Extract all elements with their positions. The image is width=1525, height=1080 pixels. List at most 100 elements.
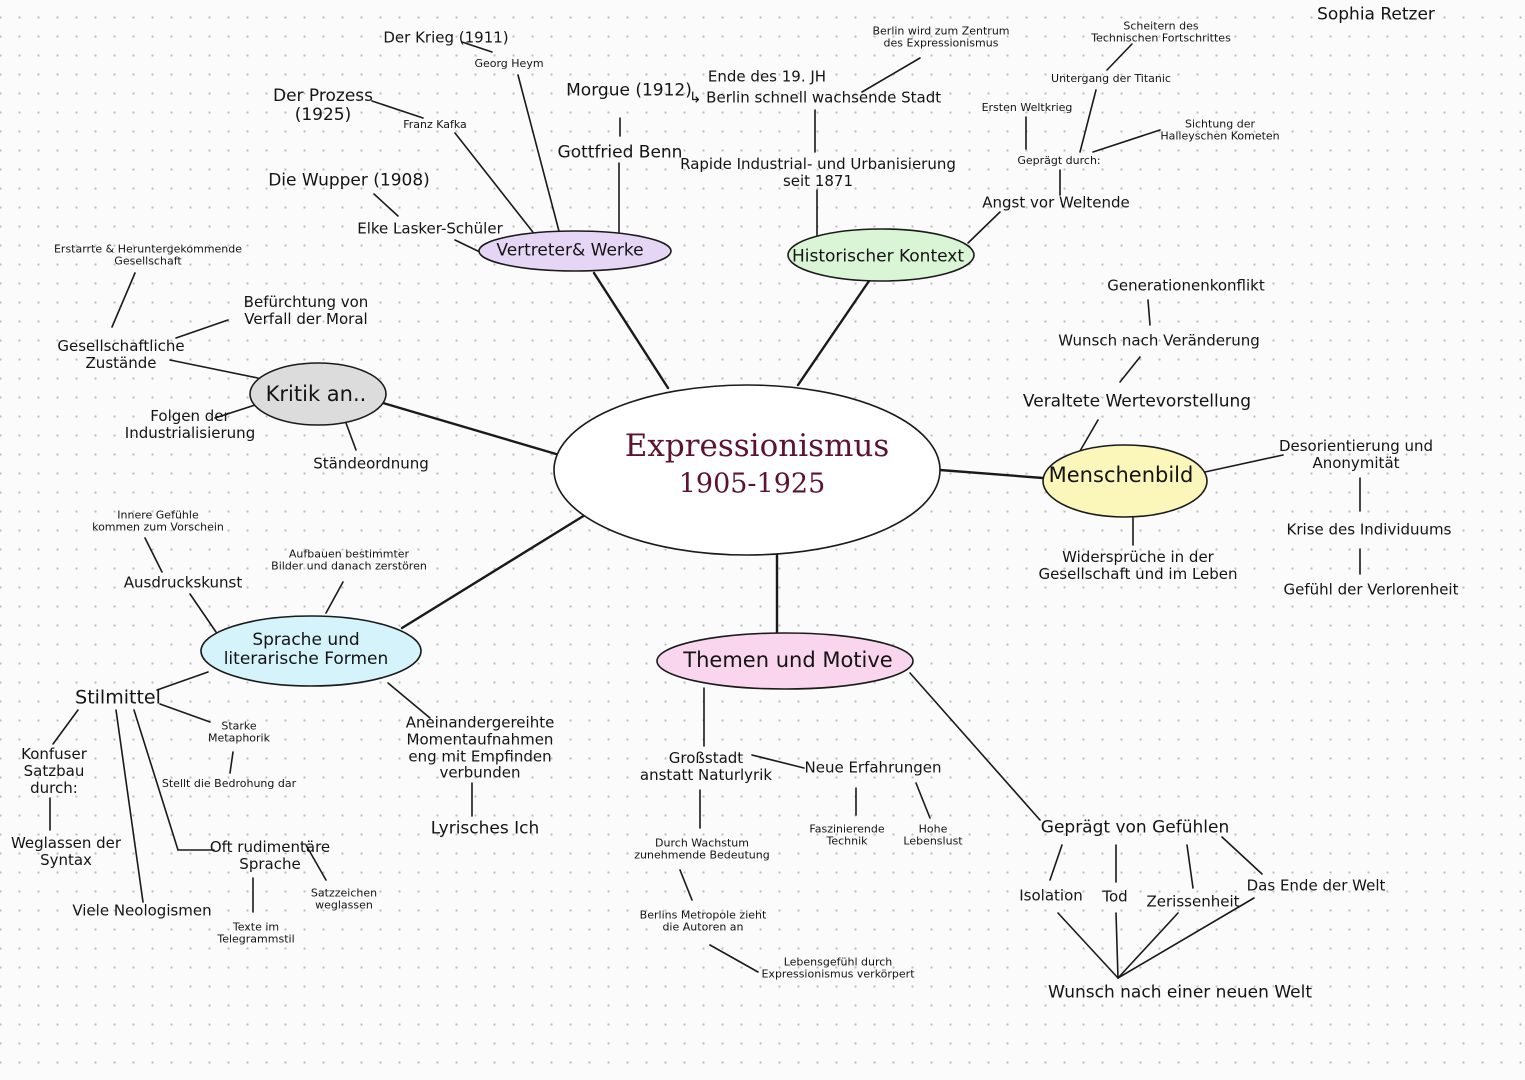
kritik-lines bbox=[111, 272, 357, 451]
center-title: Expressionismus bbox=[624, 428, 890, 465]
item-generation: Generationenkonflikt bbox=[1107, 276, 1265, 295]
item-wunsch: Wunsch nach Veränderung bbox=[1058, 331, 1260, 350]
item-benn: Gottfried Benn bbox=[557, 142, 683, 163]
line bbox=[967, 211, 1001, 244]
line bbox=[325, 581, 344, 614]
item-titanic: Untergang der Titanic bbox=[1051, 71, 1171, 85]
main-connectors bbox=[381, 271, 1045, 638]
themen-lines bbox=[679, 672, 1263, 979]
item-wachstum: Durch Wachstum zunehmende Bedeutung bbox=[634, 836, 770, 862]
item-grossstadt: Großstadt anstatt Naturlyrik bbox=[639, 749, 773, 784]
item-metropole: Berlins Metropole zieht die Autoren an bbox=[639, 908, 767, 934]
item-ende-welt: Das Ende der Welt bbox=[1246, 876, 1386, 895]
menschenbild-lines bbox=[1079, 299, 1361, 575]
connector-vertreter bbox=[592, 271, 670, 390]
line bbox=[156, 671, 209, 691]
line bbox=[214, 404, 256, 419]
item-isolation: Isolation bbox=[1019, 886, 1083, 905]
item-stilmittel: Stilmittel bbox=[75, 686, 161, 709]
item-innere: Innere Gefühle kommen zum Vorschein bbox=[92, 508, 224, 534]
item-berlin-wachsend: ↳ Berlin schnell wachsende Stadt bbox=[688, 88, 942, 107]
item-rudimentaer: Oft rudimentäre Sprache bbox=[209, 838, 331, 873]
line bbox=[1204, 454, 1284, 473]
item-scheitern: Scheitern des Technischen Fortschrittes bbox=[1091, 19, 1231, 45]
center-ellipse bbox=[553, 384, 941, 556]
line bbox=[454, 132, 537, 237]
line bbox=[159, 703, 211, 723]
item-lyrisch: Lyrisches Ich bbox=[430, 818, 540, 839]
item-verlorenheit: Gefühl der Verlorenheit bbox=[1283, 580, 1459, 599]
line bbox=[229, 751, 234, 774]
node-vertreter: Vertreter& Werke bbox=[496, 240, 644, 261]
item-gefuehle: Geprägt von Gefühlen bbox=[1040, 817, 1230, 838]
line bbox=[111, 272, 136, 328]
item-prozess: Der Prozess (1925) bbox=[272, 85, 374, 125]
line bbox=[1079, 419, 1099, 452]
line bbox=[861, 57, 921, 93]
sprache-lines bbox=[49, 537, 473, 913]
item-technik: Faszinierende Technik bbox=[809, 822, 885, 848]
vertreter-ellipse bbox=[478, 230, 672, 272]
line bbox=[169, 359, 259, 379]
item-telegramm: Texte im Telegrammstil bbox=[217, 920, 295, 946]
item-konfuser: Konfuser Satzbau durch: bbox=[21, 744, 87, 797]
line bbox=[679, 869, 693, 901]
line bbox=[1106, 43, 1133, 71]
item-satzzeichen: Satzzeichen weglassen bbox=[310, 886, 378, 912]
line bbox=[454, 239, 483, 254]
item-gepraegt: Geprägt durch: bbox=[1017, 153, 1101, 167]
line bbox=[133, 709, 179, 851]
item-kafka: Franz Kafka bbox=[403, 117, 467, 131]
line bbox=[1117, 897, 1255, 979]
item-weltkrieg: Ersten Weltkrieg bbox=[981, 100, 1073, 114]
vertreter-lines bbox=[371, 41, 621, 254]
line bbox=[1119, 356, 1141, 383]
item-veraltete: Veraltete Wertevorstellung bbox=[1022, 391, 1252, 412]
item-bedrohung: Stellt die Bedrohung dar bbox=[161, 776, 297, 790]
item-weglassen: Weglassen der Syntax bbox=[10, 834, 122, 869]
item-neue-welt: Wunsch nach einer neuen Welt bbox=[1048, 982, 1312, 1003]
item-heym: Georg Heym bbox=[474, 56, 544, 70]
line bbox=[373, 193, 399, 217]
line bbox=[517, 74, 561, 236]
item-ausdruck: Ausdruckskunst bbox=[123, 573, 243, 592]
historisch-lines bbox=[814, 43, 1161, 244]
item-lebensgefuehl: Lebensgefühl durch Expressionismus verkö… bbox=[761, 955, 915, 981]
item-neologismen: Viele Neologismen bbox=[72, 901, 212, 920]
line bbox=[1092, 129, 1161, 153]
item-erstarrte: Erstarrte & Heruntergekommende Gesellsch… bbox=[53, 242, 243, 268]
node-sprache: Sprache und literarische Formen bbox=[223, 629, 389, 669]
line bbox=[1079, 89, 1097, 153]
line bbox=[1057, 912, 1119, 979]
node-menschenbild: Menschenbild bbox=[1048, 463, 1194, 488]
item-lasker: Elke Lasker-Schüler bbox=[357, 219, 503, 238]
kritik-ellipse bbox=[249, 362, 387, 426]
item-tod: Tod bbox=[1102, 887, 1128, 906]
line bbox=[1221, 836, 1263, 875]
line bbox=[909, 672, 1041, 821]
menschenbild-ellipse bbox=[1042, 444, 1208, 518]
connector-menschenbild bbox=[938, 468, 1045, 480]
historisch-ellipse bbox=[787, 228, 975, 282]
item-aneinander: Aneinandergereihte Momentaufnahmen eng m… bbox=[405, 713, 555, 782]
line bbox=[915, 782, 931, 819]
node-historisch: Historischer Kontext bbox=[791, 246, 965, 267]
item-staende: Ständeordnung bbox=[313, 454, 429, 473]
connector-kritik bbox=[381, 401, 558, 456]
item-aufbauen: Aufbauen bestimmter Bilder und danach ze… bbox=[271, 547, 427, 573]
item-zerrissenheit: Zerissenheit bbox=[1146, 892, 1240, 911]
item-sichtung: Sichtung der Halleyschen Kometen bbox=[1160, 117, 1280, 143]
line bbox=[751, 754, 805, 769]
item-erfahrungen: Neue Erfahrungen bbox=[804, 758, 942, 777]
line bbox=[175, 319, 229, 339]
item-krise: Krise des Individuums bbox=[1286, 520, 1452, 539]
line bbox=[345, 422, 357, 451]
node-themen: Themen und Motive bbox=[683, 648, 893, 673]
item-befuerchtung: Befürchtung von Verfall der Moral bbox=[243, 293, 369, 328]
item-industrial: Rapide Industrial- und Urbanisierung sei… bbox=[680, 155, 956, 190]
connector-sprache bbox=[400, 513, 587, 630]
item-krieg: Der Krieg (1911) bbox=[383, 28, 509, 47]
connector-historisch bbox=[796, 279, 871, 387]
item-metaphorik: Starke Metaphorik bbox=[208, 719, 270, 745]
